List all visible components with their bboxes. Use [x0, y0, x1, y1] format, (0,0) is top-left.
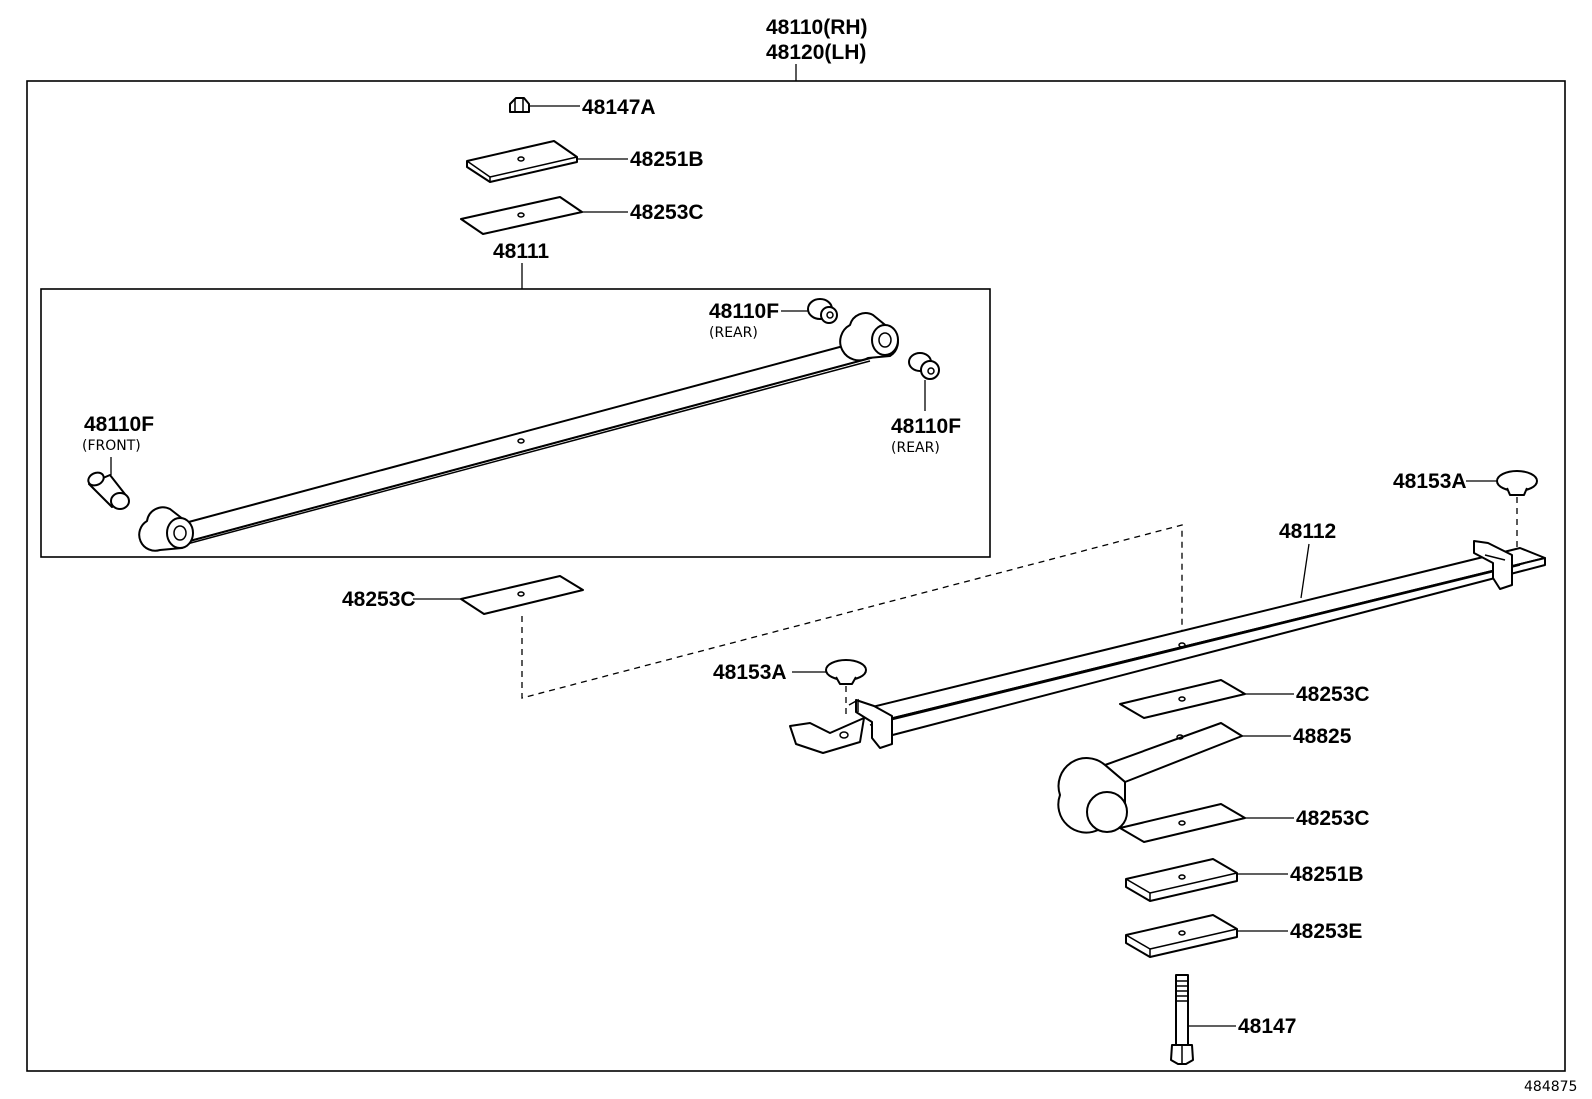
clip-bumper-right-part [1496, 470, 1538, 496]
upper-insulator-callout: 48253C [630, 201, 704, 224]
second-leaf-leader [1300, 543, 1310, 599]
nut-part [509, 97, 530, 113]
main-leaf-callout: 48111 [493, 240, 549, 263]
alignment-dashed-line [521, 524, 1183, 699]
helper-leaf-part [1057, 722, 1243, 834]
clip-bumper-left-callout: 48153A [713, 661, 787, 684]
upper-seat-callout: 48251B [630, 148, 704, 171]
clip-bumper-right-callout: 48153A [1393, 470, 1467, 493]
rear-bushing-right-note: (REAR) [891, 440, 940, 456]
upper-seat-part [466, 140, 578, 183]
clip-bumper-left-part [825, 659, 867, 685]
rear-bushing-top-part [807, 298, 838, 324]
second-leaf-callout: 48112 [1279, 520, 1336, 543]
front-bushing-note: (FRONT) [82, 438, 141, 454]
lower-seat-e-callout: 48253E [1290, 920, 1362, 943]
lower-insulator-1-callout: 48253C [1296, 683, 1370, 706]
assembly-lh-label: 48120(LH) [766, 41, 866, 64]
lower-seat-e-part [1125, 914, 1238, 958]
rear-bushing-top-callout: 48110F [709, 300, 779, 323]
second-leaf-spring [789, 540, 1546, 754]
center-bolt-part [1170, 974, 1194, 1065]
helper-leaf-callout: 48825 [1293, 725, 1352, 748]
lower-seat-callout: 48251B [1290, 863, 1364, 886]
between-insulator-part [460, 575, 584, 615]
assembly-frame [26, 80, 1566, 1072]
front-bushing-callout: 48110F [84, 413, 154, 436]
rear-bushing-right-callout: 48110F [891, 415, 961, 438]
assembly-rh-label: 48110(RH) [766, 16, 868, 39]
center-bolt-callout: 48147 [1238, 1015, 1296, 1038]
lower-insulator-2-callout: 48253C [1296, 807, 1370, 830]
nut-callout: 48147A [582, 96, 656, 119]
main-leaf-spring [138, 312, 899, 552]
between-insulator-callout: 48253C [342, 588, 416, 611]
upper-insulator-part [460, 196, 583, 235]
figure-number: 484875 [1524, 1079, 1577, 1095]
front-bushing-part [87, 471, 130, 510]
lower-seat-part [1125, 858, 1238, 902]
rear-bushing-right-part [908, 352, 940, 380]
lower-insulator-2-part [1119, 803, 1246, 843]
main-leaf-frame [40, 288, 991, 558]
rear-bushing-top-note: (REAR) [709, 325, 758, 341]
lower-insulator-1-part [1119, 679, 1246, 719]
